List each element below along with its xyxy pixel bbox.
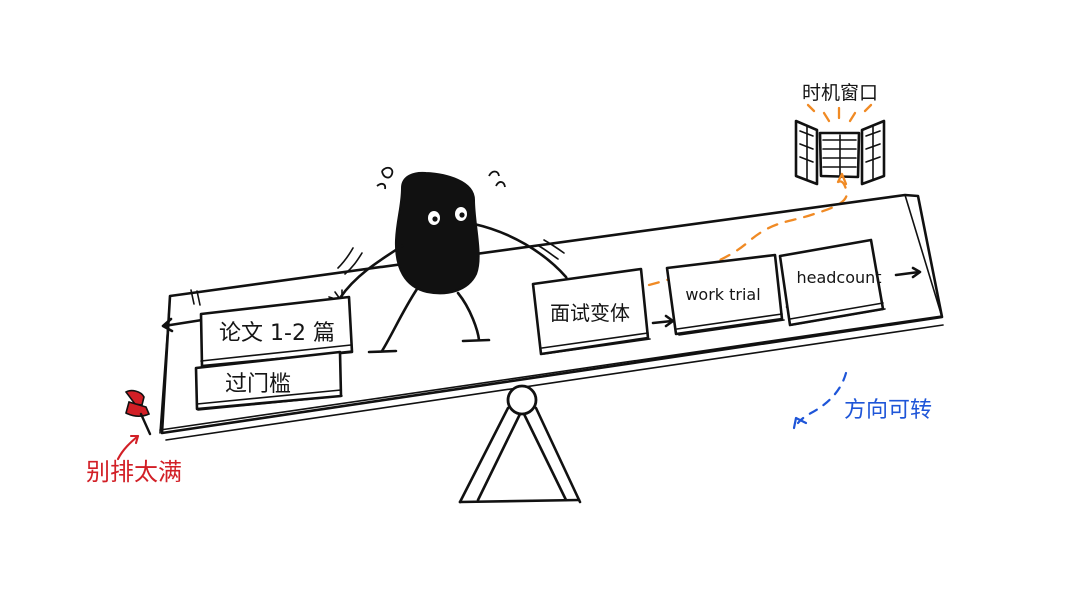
card-threshold: 过门槛 [194, 350, 343, 411]
red-note-arrow [116, 434, 140, 461]
card-work-trial-label: work trial [685, 285, 760, 304]
card-variants: 面试变体 [531, 267, 651, 356]
left-arrow [162, 318, 204, 328]
arrow-headcount-out [894, 270, 921, 277]
orange-dashed-path [647, 180, 848, 287]
seesaw-board [159, 193, 944, 441]
blue-dashed-curve [796, 371, 848, 425]
arrow-variants-to-work-trial [651, 319, 674, 325]
pin-note-label: 别排太满 [86, 458, 182, 486]
red-pushpin-icon [124, 389, 152, 436]
orange-arrowhead-icon [836, 172, 848, 186]
card-papers: 论文 1-2 篇 [199, 295, 354, 368]
card-papers-label: 论文 1-2 篇 [219, 321, 335, 346]
card-variants-label: 面试变体 [550, 301, 630, 325]
window-label: 时机窗口 [802, 82, 878, 104]
open-window-icon [794, 103, 886, 186]
card-headcount: headcount [778, 238, 886, 327]
blue-arrowhead-icon [792, 416, 808, 430]
seesaw-fulcrum-icon [458, 384, 582, 504]
black-blob-character-icon [328, 166, 575, 354]
card-headcount-label: headcount [796, 268, 881, 287]
direction-note-label: 方向可转 [844, 398, 932, 423]
card-work-trial: work trial [665, 253, 785, 336]
card-threshold-label: 过门槛 [225, 372, 291, 397]
